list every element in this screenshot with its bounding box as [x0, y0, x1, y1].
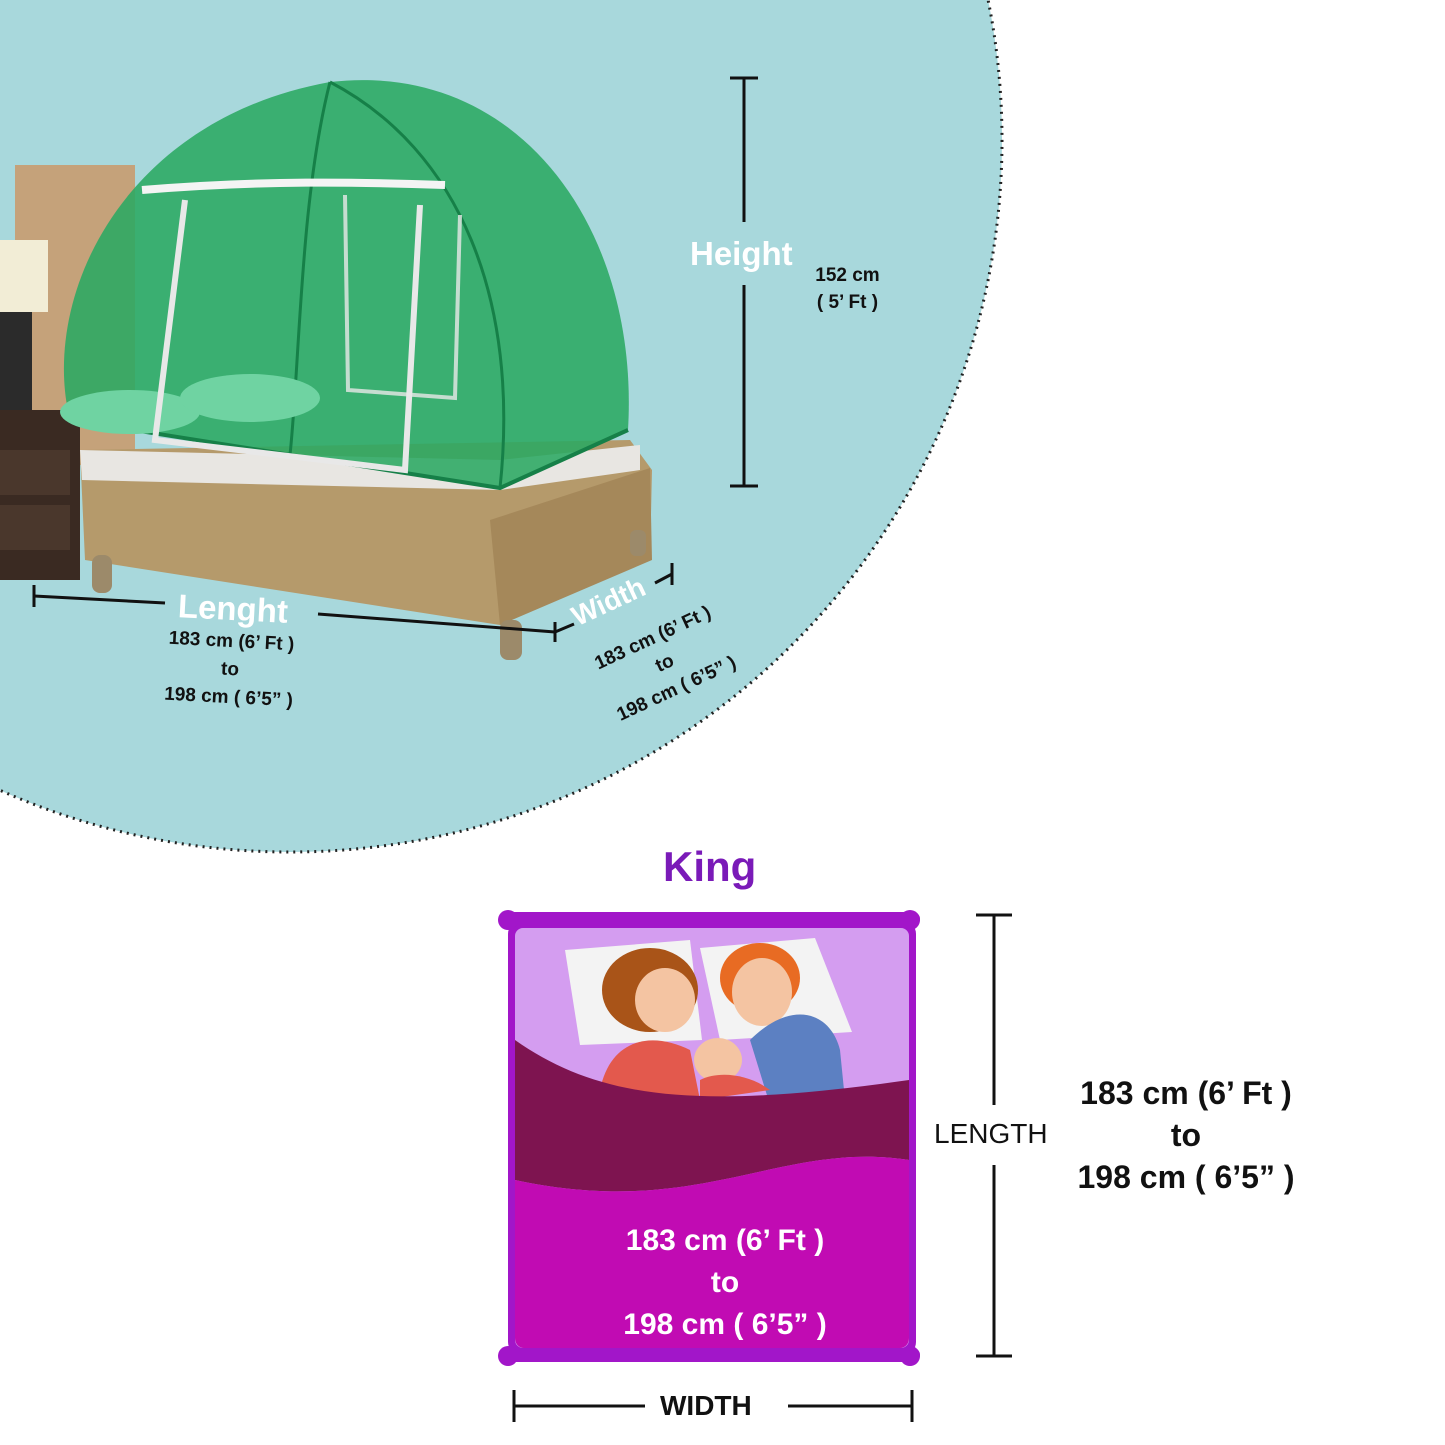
- bed-inside-dimension: 183 cm (6’ Ft ) to 198 cm ( 6’5” ): [585, 1220, 865, 1346]
- bed-inside-line3: 198 cm ( 6’5” ): [623, 1308, 827, 1341]
- width-dimension-line: [554, 563, 674, 634]
- height-value-line2: ( 5’ Ft ): [816, 292, 879, 313]
- king-length-dimension-line: [976, 913, 1012, 1358]
- mosquito-net-dome: [60, 80, 629, 491]
- king-bed-illustration: [498, 910, 920, 1366]
- man-figure: [720, 943, 845, 1105]
- bed-inside-line1: 183 cm (6’ Ft ): [625, 1224, 825, 1257]
- nightstand: [0, 410, 80, 580]
- height-dimension-line: [730, 76, 758, 488]
- bed-length-line2: to: [1170, 1117, 1202, 1153]
- baby-figure: [694, 1038, 770, 1100]
- bed-length-line1: 183 cm (6’ Ft ): [1080, 1075, 1292, 1111]
- bed-length-value: 183 cm (6’ Ft ) to 198 cm ( 6’5” ): [1055, 1072, 1317, 1198]
- height-label: Height: [690, 235, 793, 272]
- length-dimension-line: [32, 585, 557, 642]
- bed-length-line3: 198 cm ( 6’5” ): [1077, 1159, 1295, 1195]
- length-value: 183 cm (6’ Ft ) to 198 cm ( 6’5” ): [138, 623, 322, 716]
- bed-size-title: King: [663, 843, 757, 890]
- bedside-lamp: [0, 240, 48, 412]
- height-value: 152 cm ( 5’ Ft ): [800, 262, 895, 316]
- king-width-dimension-line: [512, 1390, 914, 1422]
- bed-inside-line2: to: [710, 1266, 740, 1299]
- height-value-line1: 152 cm: [815, 265, 880, 286]
- length-label: Lenght: [177, 587, 289, 630]
- bed-width-label: WIDTH: [660, 1390, 752, 1421]
- woman-figure: [600, 948, 700, 1100]
- bed-length-label: LENGTH: [934, 1118, 1048, 1149]
